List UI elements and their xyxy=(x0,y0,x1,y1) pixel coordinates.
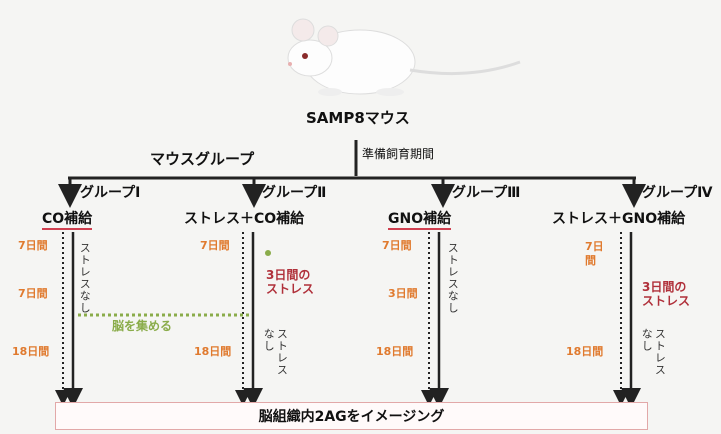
group-1-treatment: CO補給 xyxy=(42,211,93,230)
group-2-treatment: ストレス＋CO補給 xyxy=(184,211,305,227)
g3-day-2: 3日間 xyxy=(388,287,418,300)
green-dot xyxy=(265,250,271,256)
g1-day-1: 7日間 xyxy=(18,239,48,252)
group-3-name: グループⅢ xyxy=(452,185,521,201)
g3-no-stress: ストレスなし xyxy=(446,242,460,314)
g4-stress: 3日間の ストレス xyxy=(642,280,691,309)
group-4-name: グループⅣ xyxy=(642,185,713,201)
group-1-name: グループⅠ xyxy=(80,185,141,201)
g1-day-3: 18日間 xyxy=(12,345,50,358)
g2-day-1: 7日間 xyxy=(200,239,230,252)
g4-no-stress: ストレス なし xyxy=(640,328,667,376)
brain-collection-label: 脳を集める xyxy=(112,319,173,333)
acclimation-label: 準備飼育期間 xyxy=(362,147,435,161)
g4-day-1: 7日 間 xyxy=(585,240,604,268)
title: SAMP8マウス xyxy=(306,109,410,127)
g2-day-2: 18日間 xyxy=(194,345,232,358)
group-2-name: グループⅡ xyxy=(262,185,327,201)
g2-no-stress: ストレス なし xyxy=(262,328,289,376)
g3-day-3: 18日間 xyxy=(376,345,414,358)
g4-day-2: 18日間 xyxy=(566,345,604,358)
g3-day-1: 7日間 xyxy=(382,239,412,252)
group-4-treatment: ストレス＋GNO補給 xyxy=(552,211,686,227)
mouse-illustration xyxy=(287,18,521,96)
g1-no-stress: ストレスなし xyxy=(78,242,92,314)
g1-day-2: 7日間 xyxy=(18,287,48,300)
imaging-label: 脳組織内2AGをイメージング xyxy=(258,409,445,425)
group-3-treatment: GNO補給 xyxy=(388,211,452,230)
g2-stress: 3日間の ストレス xyxy=(266,268,315,297)
mouse-group-label: マウスグループ xyxy=(150,150,255,168)
imaging-box: 脳組織内2AGをイメージング xyxy=(55,402,648,430)
